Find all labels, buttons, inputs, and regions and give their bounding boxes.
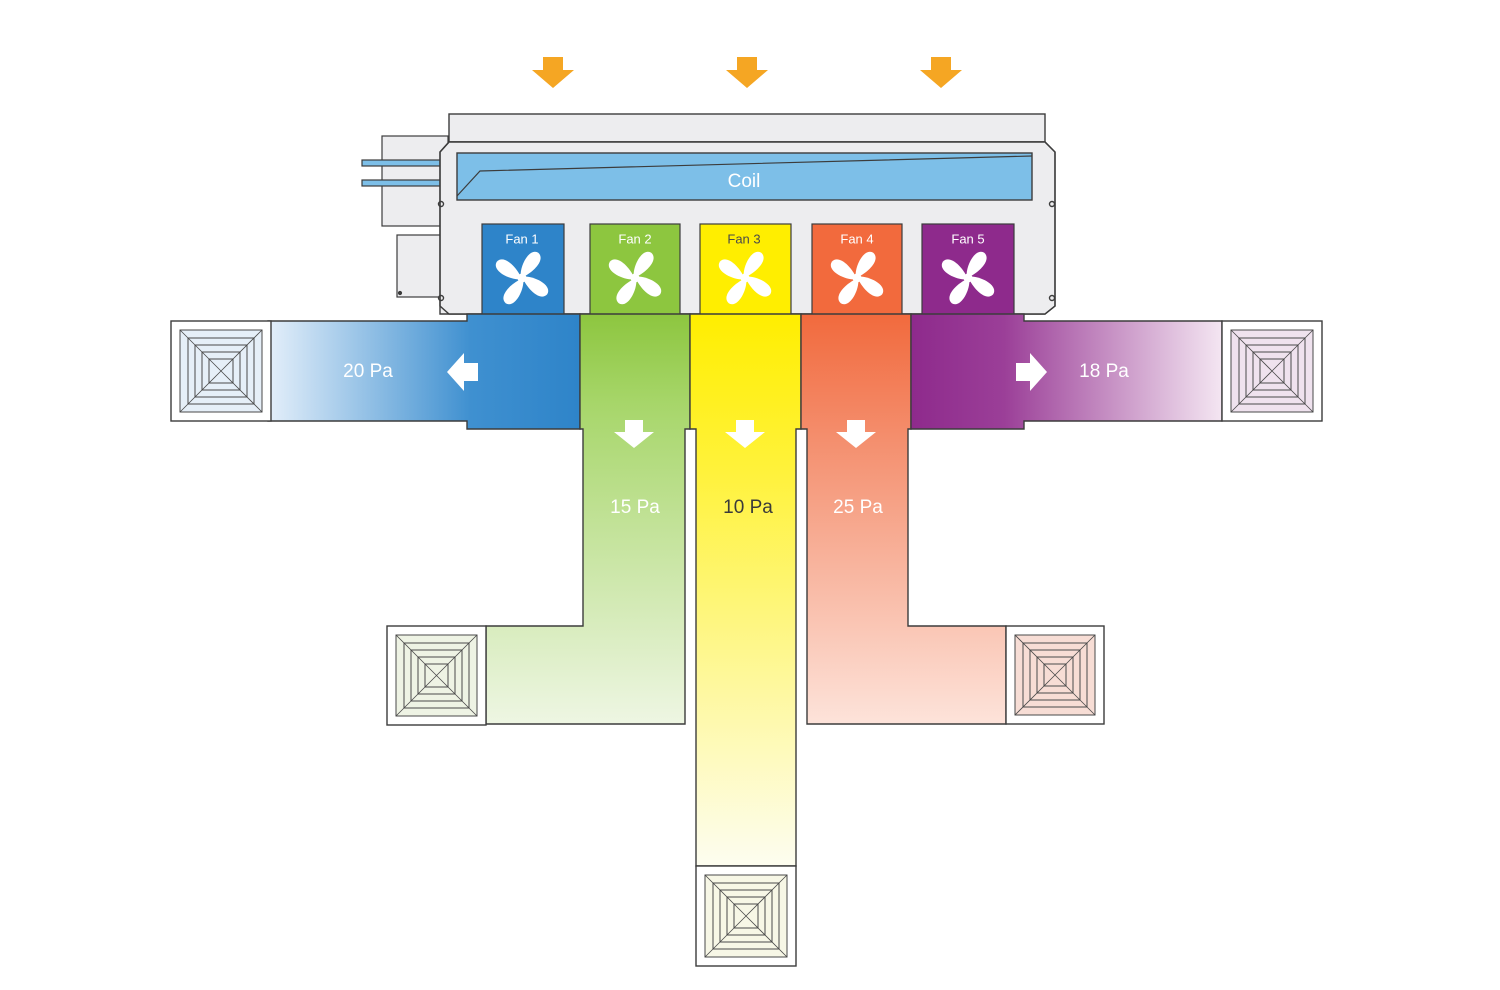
diffuser-icon	[170, 320, 272, 422]
pressure-fan-3: 10 Pa	[723, 497, 773, 518]
fan-icon	[608, 251, 662, 305]
diffuser-icon	[695, 865, 797, 967]
fan-icon	[830, 251, 884, 305]
arrow-icon	[1016, 353, 1047, 391]
inflow-arrows	[532, 57, 962, 88]
diffuser-icon	[1221, 320, 1323, 422]
arrow-icon	[725, 420, 765, 448]
ducts	[267, 313, 1223, 867]
pressure-fan-2: 15 Pa	[610, 497, 660, 518]
coil-label: Coil	[727, 171, 761, 192]
arrow-icon	[614, 420, 654, 448]
arrow-icon	[836, 420, 876, 448]
arrow-icon	[447, 353, 478, 391]
fan-icon	[941, 251, 995, 305]
duct-fan-3	[689, 313, 802, 867]
diffusers	[170, 320, 1323, 967]
unit-side-boxes	[361, 135, 450, 298]
fan-4-label: Fan 4	[840, 231, 874, 247]
fan-icons	[495, 251, 995, 305]
down-arrow-icon	[920, 57, 962, 88]
down-arrow-icon	[726, 57, 768, 88]
pressure-fan-5: 18 Pa	[1079, 361, 1129, 382]
duct-fan-1	[267, 313, 581, 430]
duct-fan-5	[910, 313, 1223, 430]
airflow-arrows	[447, 353, 1047, 448]
down-arrow-icon	[532, 57, 574, 88]
fan-icon	[718, 251, 772, 305]
pressure-fan-1: 20 Pa	[343, 361, 393, 382]
diffuser-icon	[1005, 625, 1105, 725]
pressure-fan-4: 25 Pa	[833, 497, 883, 518]
fan-1-label: Fan 1	[505, 231, 539, 247]
fan-5-label: Fan 5	[951, 231, 985, 247]
fan-3-label: Fan 3	[727, 231, 761, 247]
fan-icon	[495, 251, 549, 305]
fan-bay-1	[481, 223, 565, 317]
coil	[456, 152, 1033, 201]
fan-2-label: Fan 2	[618, 231, 652, 247]
diffuser-icon	[386, 625, 487, 726]
